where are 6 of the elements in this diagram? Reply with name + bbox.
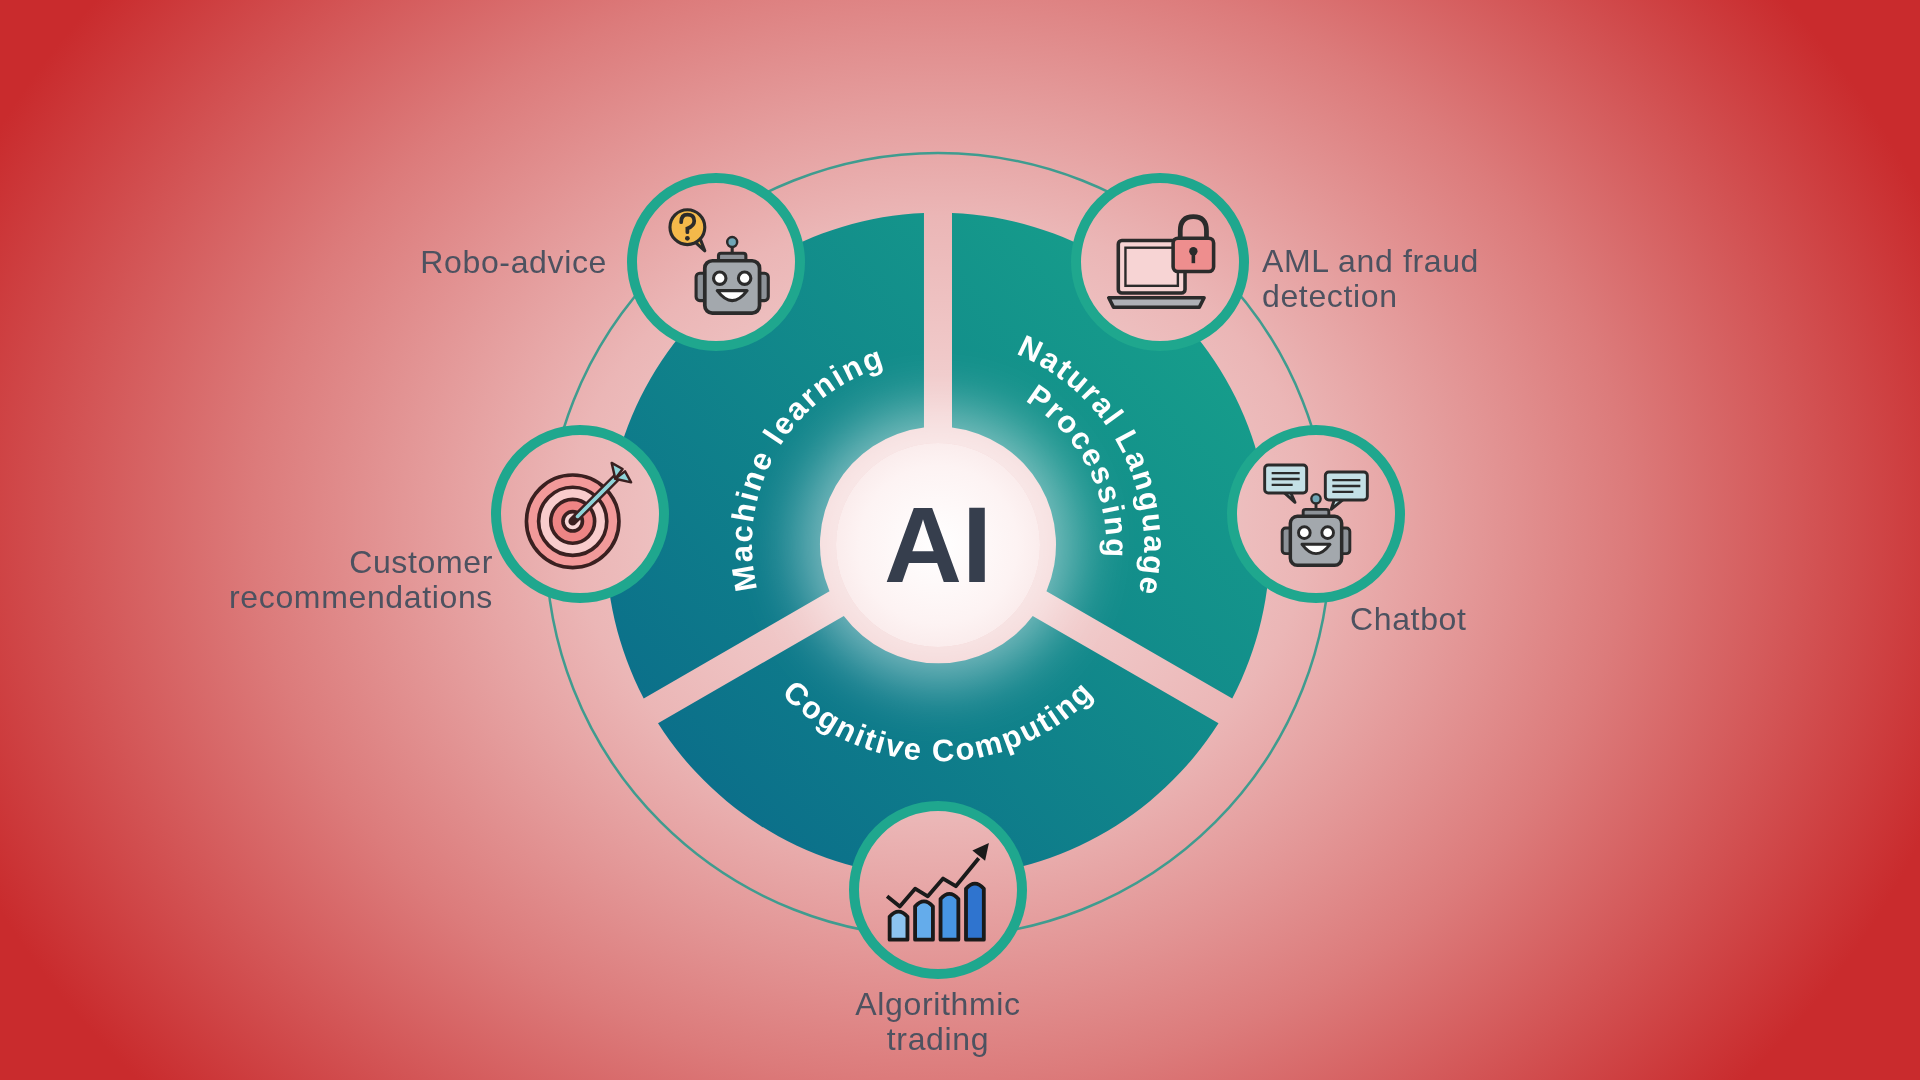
node-label: AML and fraud detection — [1262, 243, 1481, 315]
node-label: Chatbot — [1350, 602, 1467, 638]
node-label: Customer recommendations — [228, 544, 493, 616]
node-label: Robo-advice — [420, 245, 607, 281]
node-label: Algorithmic trading — [854, 986, 1022, 1058]
center-label: AI — [884, 491, 992, 599]
